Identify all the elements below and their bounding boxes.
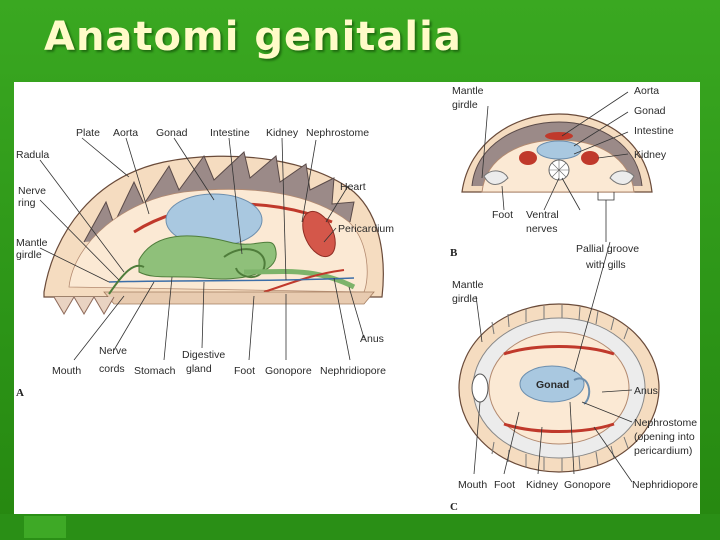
label-aorta-b: Aorta [634,85,659,97]
slide-title: Anatomi genitalia [44,14,462,60]
label-digestive-gland-2: gland [186,363,212,375]
label-nerve-ring-1: Nerve [18,185,46,197]
label-mantle-girdle-a-1: Mantle [16,237,48,249]
label-anus-c: Anus [634,385,658,397]
label-mantle-girdle-b-2: girdle [452,99,478,111]
label-aorta: Aorta [113,127,138,139]
label-mouth-a: Mouth [52,365,81,377]
label-radula: Radula [16,149,49,161]
label-stomach: Stomach [134,365,176,377]
label-nerve-cords-2: cords [99,363,125,375]
label-nephridiopore-c: Nephridiopore [632,479,698,491]
label-nephridiopore-a: Nephridiopore [320,365,386,377]
label-mantle-girdle-b-1: Mantle [452,85,484,97]
label-anus-a: Anus [360,333,384,345]
label-nephrostome: Nephrostome [306,127,369,139]
panel-letter-c: C [450,501,458,513]
label-gonopore-c: Gonopore [564,479,611,491]
label-gonad-c: Gonad [536,379,569,391]
slide-footer-band [0,514,720,540]
label-gonopore-a: Gonopore [265,365,312,377]
label-plate: Plate [76,127,100,139]
label-digestive-gland-1: Digestive [182,349,225,361]
label-pallial-groove-1: Pallial groove [576,243,639,255]
label-intestine: Intestine [210,127,250,139]
label-pallial-groove-2: with gills [585,259,626,271]
label-nerve-cords-1: Nerve [99,345,127,357]
panel-c-leader-lines [473,241,633,483]
label-mouth-c: Mouth [458,479,487,491]
label-ventral-nerves-1: Ventral [526,209,559,221]
label-gonad-b: Gonad [634,105,666,117]
panel-letter-a: A [16,387,24,399]
label-foot-b: Foot [492,209,513,221]
chiton-anatomy-diagram: Plate Aorta Gonad Intestine Kidney Nephr… [16,85,698,513]
label-mantle-girdle-c-2: girdle [452,293,478,305]
panel-letter-b: B [450,247,458,259]
label-kidney-c: Kidney [526,479,559,491]
label-kidney: Kidney [266,127,299,139]
label-mantle-girdle-c-1: Mantle [452,279,484,291]
label-nephrostome-c-3: pericardium) [634,445,692,457]
panel-a-drawing [43,151,384,315]
panel-b-leader-lines [481,91,629,242]
label-pericardium: Pericardium [338,223,394,235]
panel-a-labels: Plate Aorta Gonad Intestine Kidney Nephr… [16,127,394,399]
label-intestine-b: Intestine [634,125,674,137]
panel-b-labels: Mantle girdle Aorta Gonad Intestine Kidn… [450,85,674,271]
panel-c-labels: Mantle girdle Gonad Anus Nephrostome (op… [450,279,698,513]
label-nephrostome-c-2: (opening into [634,431,695,443]
panel-b-drawing [461,113,653,193]
label-foot-a: Foot [234,365,255,377]
label-nephrostome-c-1: Nephrostome [634,417,697,429]
label-nerve-ring-2: ring [18,197,36,209]
label-foot-c: Foot [494,479,515,491]
figure-panel: Plate Aorta Gonad Intestine Kidney Nephr… [14,82,700,514]
slide-footer-accent [24,516,66,538]
panel-a-leader-lines [39,137,365,361]
label-ventral-nerves-2: nerves [526,223,558,235]
label-mantle-girdle-a-2: girdle [16,249,42,261]
label-kidney-b: Kidney [634,149,667,161]
label-heart: Heart [340,181,366,193]
label-gonad: Gonad [156,127,188,139]
